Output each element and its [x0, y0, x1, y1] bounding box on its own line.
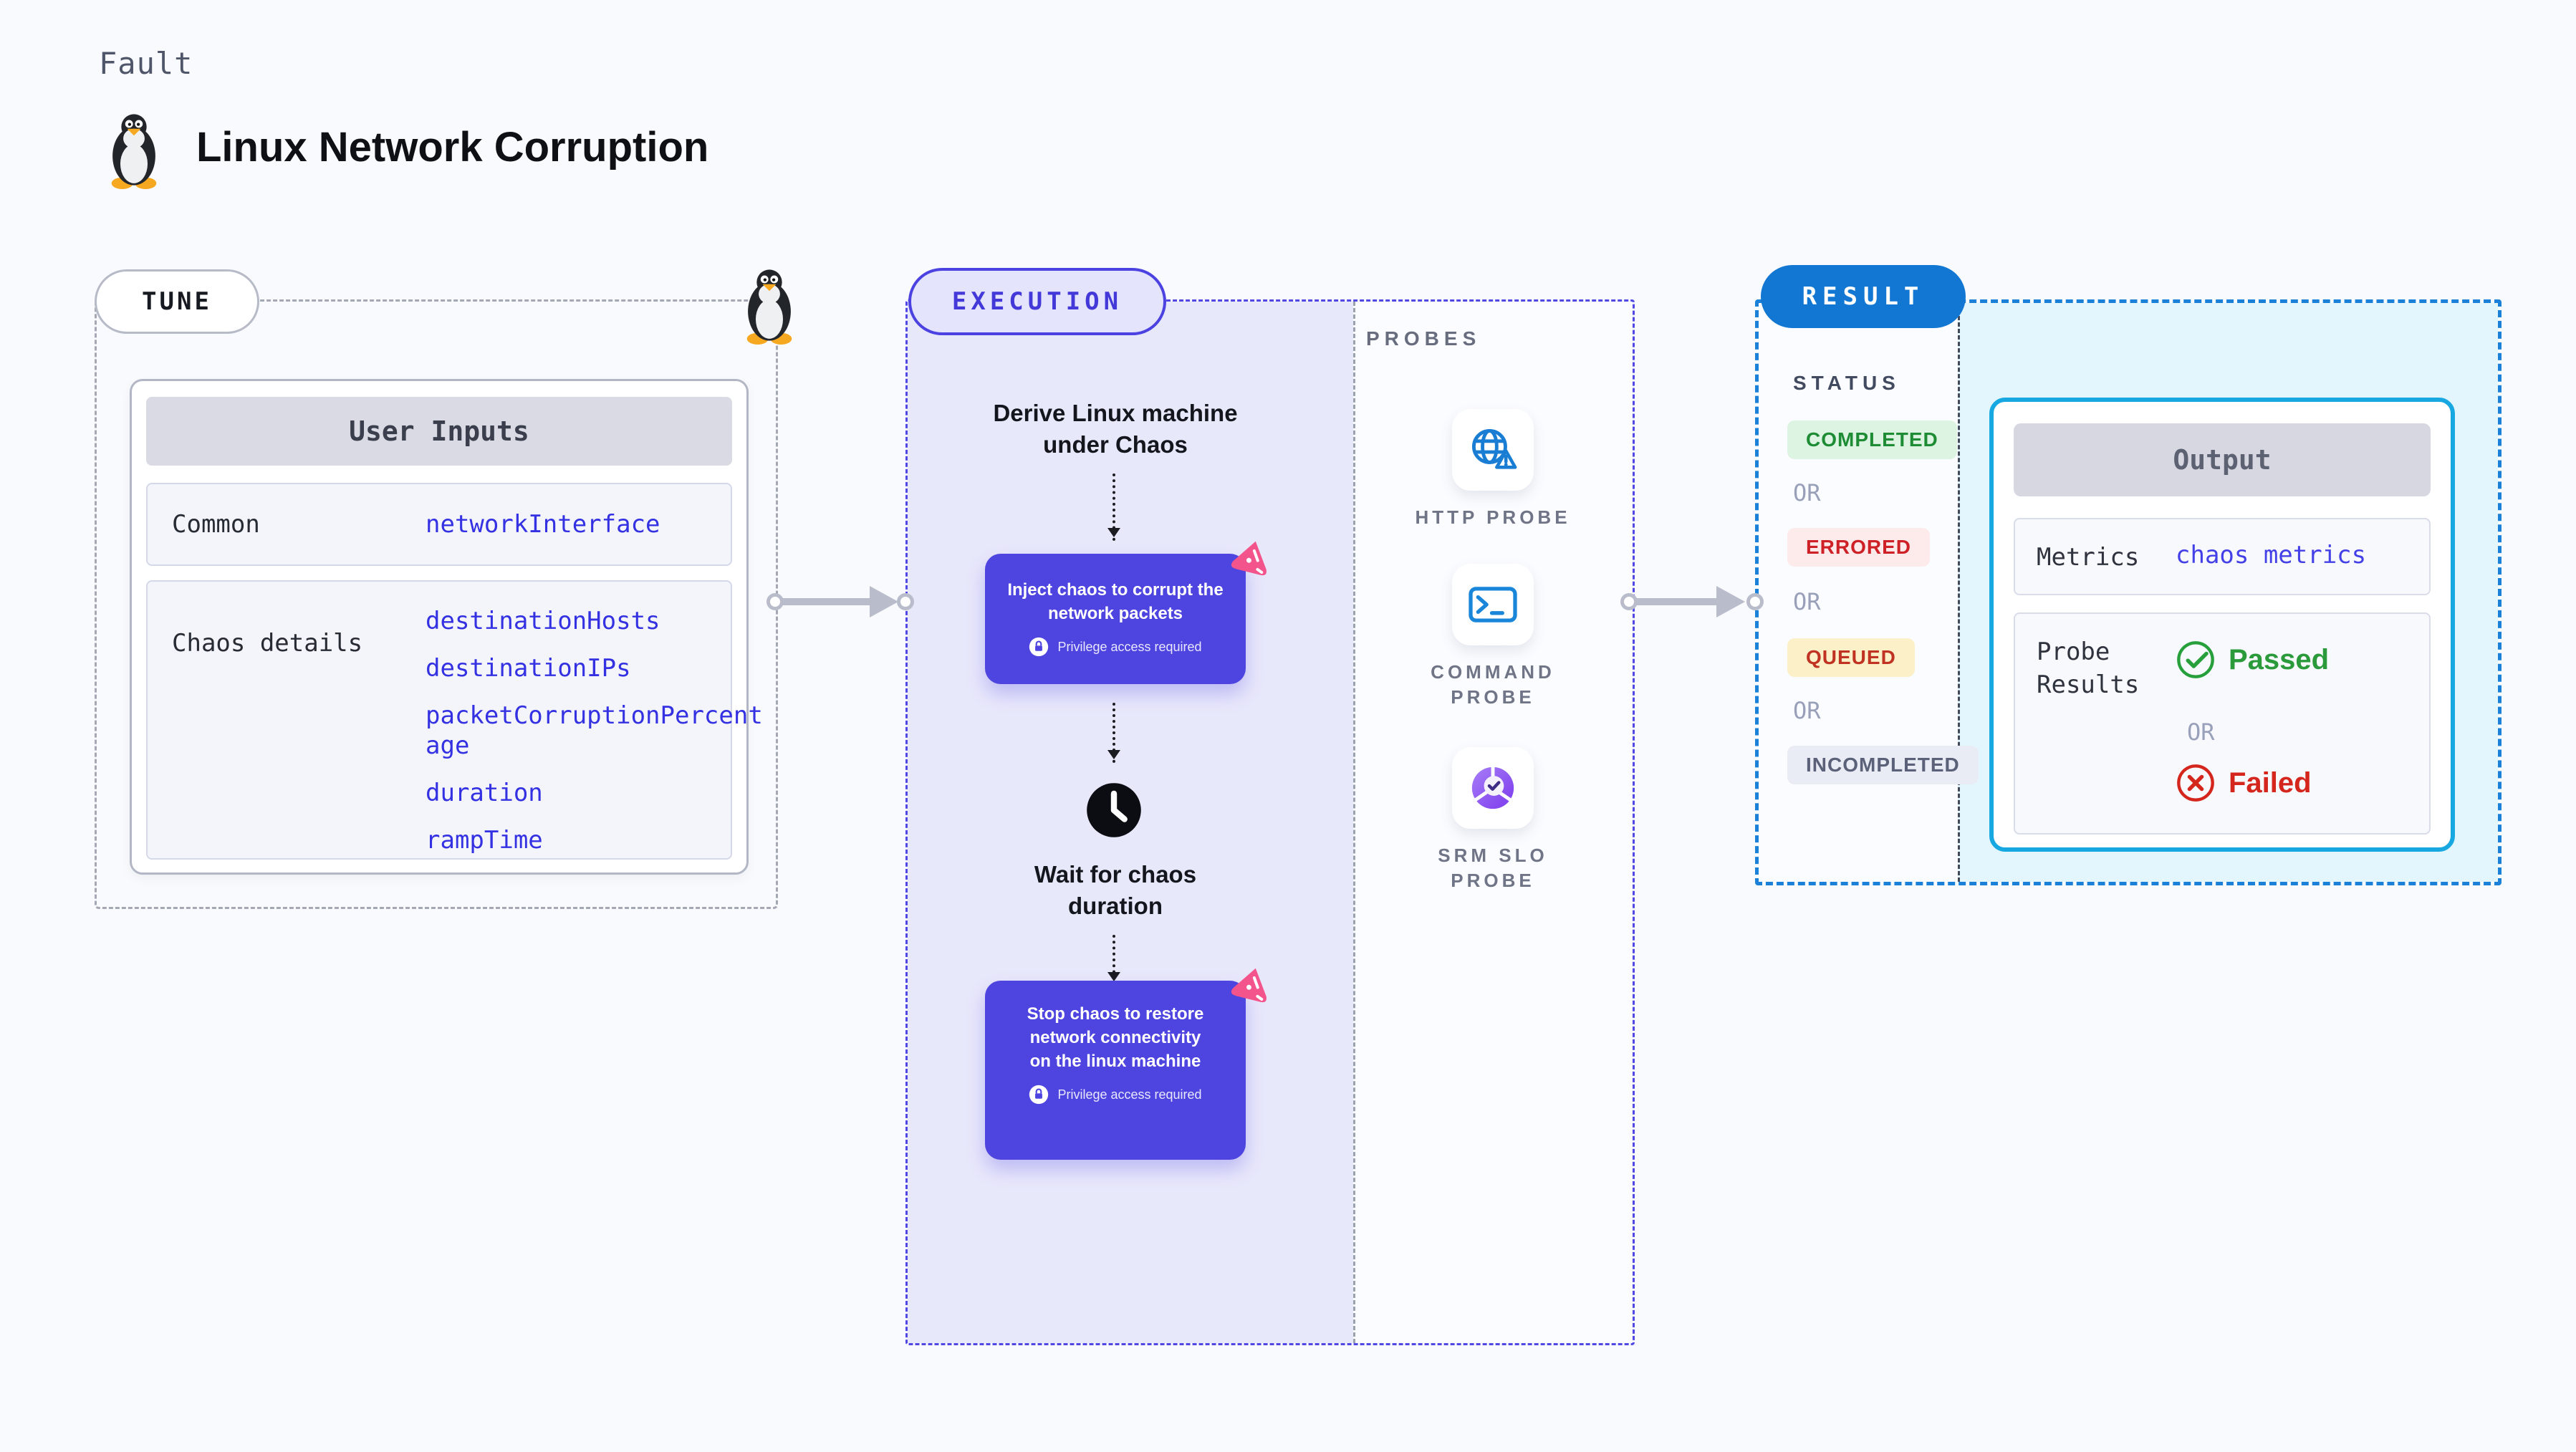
- result-lane-pill: RESULT: [1761, 265, 1966, 328]
- or-separator: OR: [2187, 718, 2215, 746]
- passed-label: Passed: [2229, 643, 2330, 675]
- status-badge-incompleted: INCOMPLETED: [1787, 746, 1979, 784]
- status-badge-queued: QUEUED: [1787, 638, 1915, 677]
- chaos-param: duration: [426, 779, 543, 807]
- flow-arrow-down: [1107, 935, 1120, 985]
- probe-results-row: Probe Results Passed OR Failed: [2014, 612, 2431, 835]
- tux-penguin-icon: [740, 269, 799, 345]
- flow-arrow-down: [1107, 473, 1120, 541]
- step-wait-duration: Wait for chaos duration: [1034, 861, 1197, 919]
- tux-penguin-icon: [105, 113, 163, 189]
- chaos-details-label: Chaos details: [172, 629, 363, 658]
- slo-pie-chart-icon: [1468, 763, 1518, 813]
- command-probe-card: [1452, 564, 1534, 645]
- tune-to-execution-arrow: [766, 585, 914, 619]
- privilege-note: Privilege access required: [1057, 1087, 1202, 1102]
- status-badge-completed: COMPLETED: [1787, 420, 1957, 459]
- probe-result-passed: Passed: [2176, 640, 2329, 680]
- status-output-divider: [1958, 303, 1960, 882]
- clock-icon: [1084, 780, 1144, 840]
- chaos-param: destinationIPs: [426, 654, 631, 683]
- chaos-param: rampTime: [426, 826, 543, 855]
- step-derive-machine: Derive Linux machine under Chaos: [993, 400, 1238, 458]
- x-circle-icon: [2176, 763, 2216, 803]
- step-inject-chaos-node: Inject chaos to corrupt the network pack…: [985, 554, 1246, 684]
- status-badge-errored: ERRORED: [1787, 528, 1931, 567]
- probe-result-failed: Failed: [2176, 763, 2312, 803]
- execution-lane-pill: EXECUTION: [908, 268, 1166, 335]
- failed-label: Failed: [2229, 766, 2312, 799]
- user-inputs-card: User Inputs Common networkInterface Chao…: [130, 379, 763, 875]
- http-probe-label: HTTP PROBE: [1415, 506, 1571, 528]
- metrics-label: Metrics: [2037, 543, 2140, 572]
- check-circle-icon: [2176, 640, 2216, 680]
- probes-heading: PROBES: [1366, 327, 1481, 350]
- step-stop-chaos-node: Stop chaos to restore network connectivi…: [985, 981, 1246, 1160]
- fault-eyebrow: Fault: [99, 46, 193, 81]
- or-separator: OR: [1793, 697, 1821, 724]
- user-inputs-row-chaos: Chaos details destinationHosts destinati…: [146, 580, 763, 860]
- page-title: Linux Network Corruption: [196, 124, 709, 170]
- tune-lane-pill: TUNE: [95, 269, 259, 334]
- inject-chaos-label: Inject chaos to corrupt the network pack…: [1007, 580, 1224, 623]
- srm-slo-probe-card: [1452, 747, 1534, 829]
- user-inputs-title: User Inputs: [146, 397, 732, 466]
- pink-chaos-badge-icon: [1229, 962, 1274, 1008]
- pink-chaos-badge-icon: [1229, 535, 1274, 581]
- or-separator: OR: [1793, 479, 1821, 506]
- chaos-param: destinationHosts: [426, 607, 660, 635]
- status-heading: STATUS: [1793, 372, 1900, 394]
- output-title: Output: [2014, 423, 2431, 496]
- lock-icon: [1029, 637, 1049, 657]
- execution-to-result-arrow: [1620, 585, 1772, 619]
- chaos-param: packetCorruptionPercentage: [426, 701, 763, 760]
- flow-arrow-down: [1107, 703, 1120, 763]
- execution-section: Derive Linux machine under Chaos Inject …: [905, 299, 1635, 1345]
- tune-section: User Inputs Common networkInterface Chao…: [95, 299, 778, 909]
- user-inputs-row-common: Common networkInterface: [146, 483, 732, 566]
- lock-icon: [1029, 1085, 1049, 1105]
- globe-warning-icon: [1466, 425, 1520, 475]
- common-value: networkInterface: [426, 510, 660, 539]
- output-card: Output Metrics chaos metrics Probe Resul…: [1989, 398, 2455, 852]
- probe-results-label: Probe Results: [2037, 638, 2140, 699]
- stop-chaos-label: Stop chaos to restore network connectivi…: [1027, 1004, 1204, 1071]
- srm-slo-probe-label: SRM SLO PROBE: [1438, 845, 1548, 891]
- privilege-note: Privilege access required: [1057, 639, 1202, 654]
- common-label: Common: [172, 510, 260, 539]
- metrics-row: Metrics chaos metrics: [2014, 518, 2431, 595]
- result-section: STATUS COMPLETED OR ERRORED OR QUEUED OR…: [1755, 299, 2501, 885]
- execution-probes-divider: [1353, 302, 1355, 1343]
- command-probe-label: COMMAND PROBE: [1431, 661, 1555, 708]
- metrics-value: chaos metrics: [2176, 541, 2367, 569]
- http-probe-card: [1452, 409, 1534, 491]
- or-separator: OR: [1793, 588, 1821, 615]
- terminal-icon: [1466, 582, 1519, 627]
